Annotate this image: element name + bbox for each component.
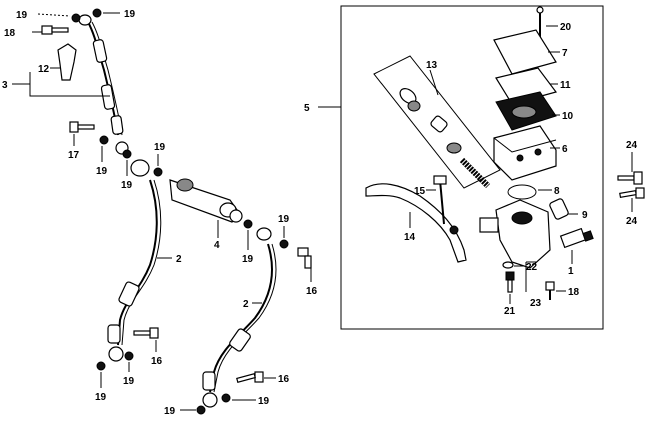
washer-icon: [243, 219, 253, 229]
upper-brake-hose: [78, 14, 129, 155]
callout-14: 14: [404, 232, 416, 243]
callout-19: 19: [124, 9, 136, 20]
callout-13: 13: [426, 60, 438, 71]
nut: [502, 261, 514, 269]
callout-16: 16: [306, 286, 318, 297]
callout-19: 19: [164, 406, 176, 417]
piston-set-panel: [373, 55, 501, 189]
callout-19: 19: [121, 180, 133, 191]
washer-icon: [96, 361, 106, 371]
callout-19: 19: [258, 396, 270, 407]
callout-2: 2: [243, 299, 249, 310]
callout-10: 10: [562, 111, 574, 122]
right-brake-hose: [202, 227, 277, 408]
callout-16: 16: [278, 374, 290, 385]
callout-9: 9: [582, 210, 588, 221]
callout-2: 2: [176, 254, 182, 265]
washer-icon: [153, 167, 163, 177]
washer-icon: [196, 405, 206, 415]
callout-24: 24: [626, 216, 638, 227]
callout-19: 19: [278, 214, 290, 225]
o-ring: [507, 184, 537, 200]
washer-icon: [124, 351, 134, 361]
callout-3: 3: [2, 80, 8, 91]
callout-17: 17: [68, 150, 80, 161]
brake-light-switch: [559, 227, 594, 249]
callout-4: 4: [214, 240, 220, 251]
holder-part: [549, 198, 569, 220]
washer-icon: [122, 149, 132, 159]
banjo-bolt-16a: [133, 327, 159, 339]
washer-icon: [279, 239, 289, 249]
callout-19: 19: [95, 392, 107, 403]
banjo-bolt-17: [69, 121, 95, 133]
reservoir-body: [493, 125, 557, 181]
callout-21: 21: [504, 306, 516, 317]
washer-icon: [221, 393, 231, 403]
callout-1: 1: [568, 266, 574, 277]
hose-clamp-part: [57, 43, 77, 81]
leader-19a: [37, 13, 71, 17]
callout-15: 15: [414, 186, 426, 197]
callout-16: 16: [151, 356, 163, 367]
master-cylinder-body: [479, 199, 551, 269]
callout-20: 20: [560, 22, 572, 33]
callout-18: 18: [4, 28, 16, 39]
callout-6: 6: [562, 144, 568, 155]
callout-22: 22: [526, 262, 538, 273]
callout-18: 18: [568, 287, 580, 298]
callout-11: 11: [560, 80, 571, 91]
callout-19: 19: [154, 142, 166, 153]
callout-19: 19: [242, 254, 254, 265]
leader-13: [429, 69, 439, 96]
washer-icon: [71, 13, 81, 23]
washer-icon: [99, 135, 109, 145]
banjo-bolt-16c: [236, 371, 264, 383]
callout-7: 7: [562, 48, 568, 59]
callout-19: 19: [16, 10, 28, 21]
washer-icon: [92, 8, 102, 18]
screw-18: [545, 281, 555, 300]
callout-5: 5: [304, 103, 310, 114]
master-cylinder-assembly-box: [340, 5, 604, 330]
leader-3: [12, 72, 110, 97]
callout-8: 8: [554, 186, 560, 197]
mirror-bolt-top: [617, 171, 643, 185]
banjo-bolt-top: [41, 25, 69, 35]
callout-19: 19: [123, 376, 135, 387]
bolt-21: [505, 271, 515, 293]
callout-19: 19: [96, 166, 108, 177]
reservoir-cover: [493, 29, 557, 75]
callout-23: 23: [530, 298, 542, 309]
callout-12: 12: [38, 64, 50, 75]
left-brake-hose: [107, 159, 162, 362]
three-way-joint: [169, 178, 243, 223]
callout-24: 24: [626, 140, 638, 151]
mirror-bolt-bottom: [619, 187, 645, 199]
brake-lever: [365, 183, 467, 263]
banjo-bolt-16b: [297, 247, 312, 269]
pivot-bolt: [439, 179, 445, 225]
